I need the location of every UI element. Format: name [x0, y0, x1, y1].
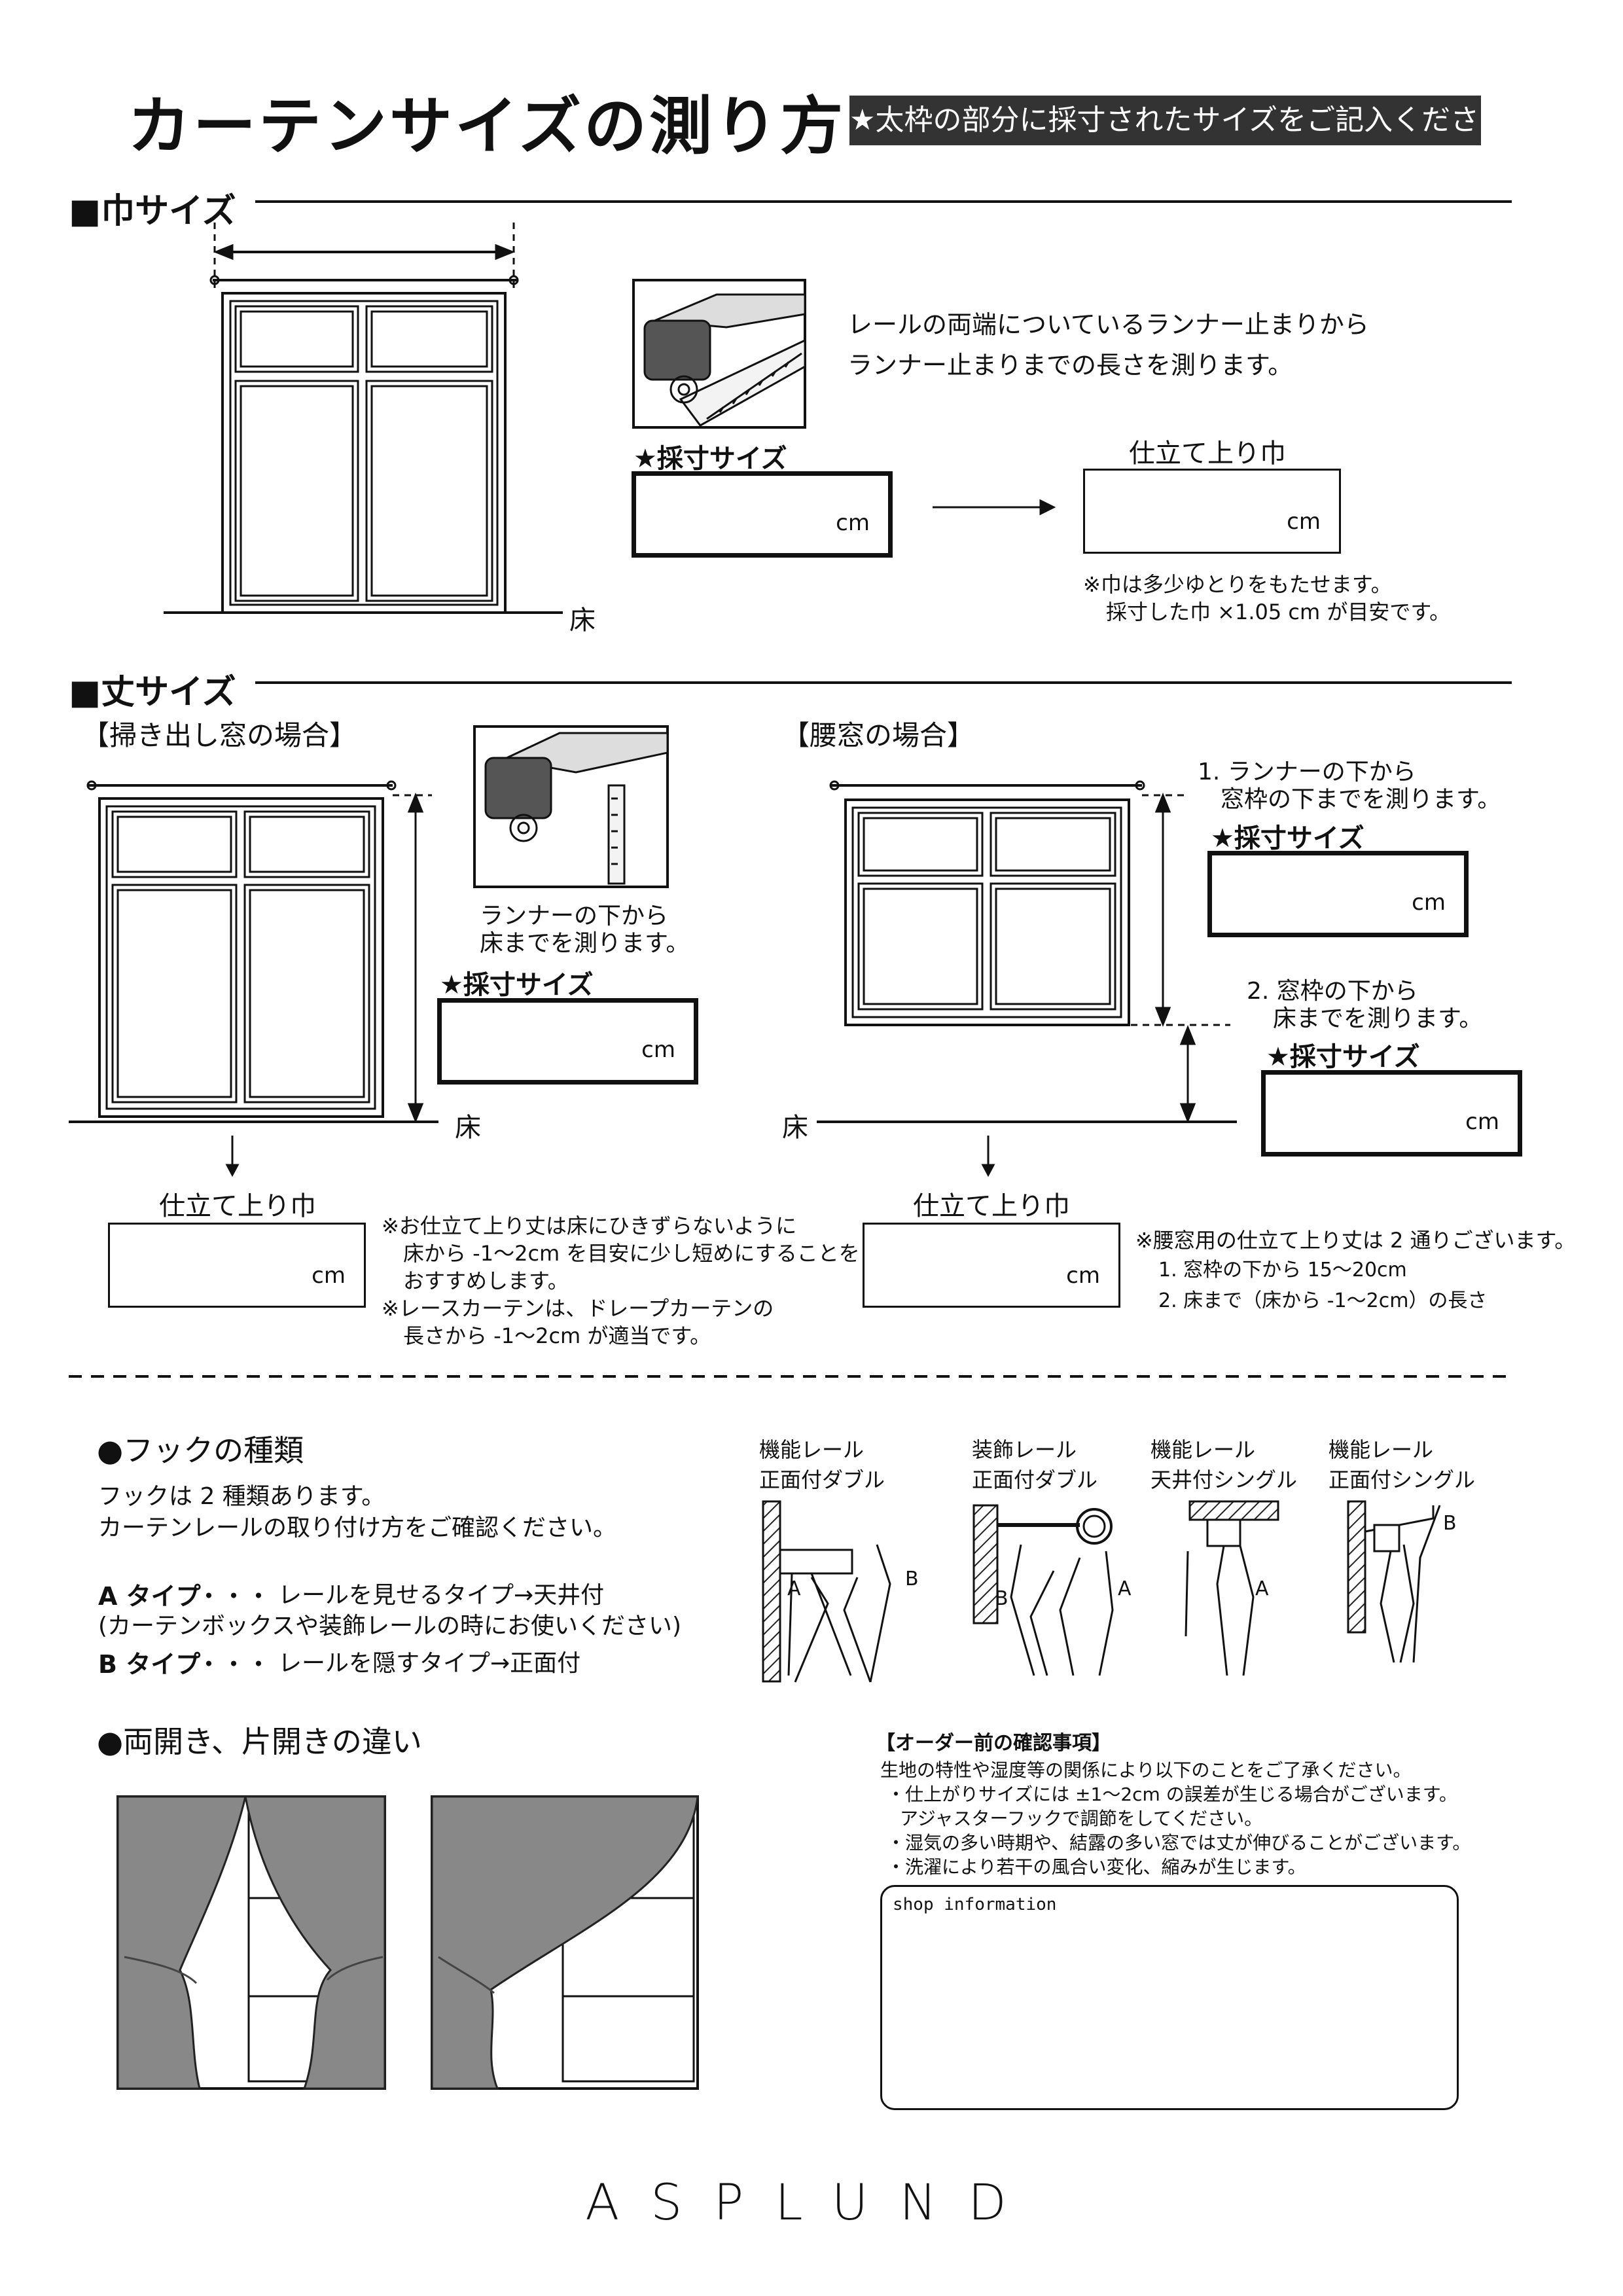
unit-label: cm	[1066, 1263, 1100, 1289]
hook-diagram-2	[972, 1504, 1114, 1676]
width-note-line1: ※巾は多少ゆとりをもたせます。	[1083, 572, 1392, 597]
waist-window-title: 【腰窓の場合】	[782, 719, 975, 751]
width-measure-label: ★採寸サイズ	[633, 444, 787, 474]
width-window-diagram	[164, 223, 563, 614]
unit-label: cm	[312, 1263, 346, 1289]
floor-window-measure-label: ★採寸サイズ	[440, 970, 594, 1000]
rail-3-mount: 天井付シングル	[1150, 1467, 1298, 1492]
b-type-dots: ・・・	[196, 1650, 272, 1679]
unit-label: cm	[641, 1037, 675, 1063]
rail-4-type: 機能レール	[1329, 1437, 1434, 1462]
waist-step1-line1: 1. ランナーの下から	[1198, 759, 1416, 785]
rail-4-mount: 正面付シングル	[1329, 1467, 1476, 1492]
hook-letter-a: A	[787, 1577, 801, 1600]
hooks-line2: カーテンレールの取り付け方をご確認ください。	[98, 1515, 617, 1541]
shop-information-label: shop information	[893, 1895, 1057, 1914]
a-type-label: A タイプ	[98, 1582, 201, 1611]
width-description-line1: レールの両端についているランナー止まりから	[847, 310, 1369, 339]
waist-window-diagram	[817, 780, 1237, 1177]
a-type-dots: ・・・	[196, 1582, 272, 1611]
floor-window-finish-label: 仕立て上り巾	[159, 1191, 316, 1221]
hook-diagram-1	[762, 1500, 891, 1683]
waist-step2-line2: 床までを測ります。	[1273, 1005, 1483, 1032]
rail-1-type: 機能レール	[759, 1437, 865, 1462]
confirm-heading: 【オーダー前の確認事項】	[876, 1732, 1111, 1755]
width-note-line2: 採寸した巾 ×1.05 cm が目安です。	[1106, 600, 1451, 624]
floor-window-desc-line1: ランナーの下から	[480, 903, 669, 929]
rail-3-type: 機能レール	[1150, 1437, 1256, 1462]
floor-window-finish-field[interactable]: cm	[108, 1223, 366, 1308]
width-finish-field[interactable]: cm	[1083, 469, 1341, 554]
shop-information-box[interactable]: shop information	[880, 1885, 1459, 2110]
width-floor-label: 床	[569, 605, 596, 636]
floor-window-diagram	[69, 780, 438, 1177]
waist-note-1: ※腰窓用の仕立て上り丈は 2 通りございます。	[1135, 1228, 1576, 1253]
waist-step1-line2: 窓枠の下までを測ります。	[1221, 786, 1501, 813]
hook-diagram-4	[1347, 1500, 1441, 1663]
width-measure-field[interactable]: cm	[632, 471, 893, 558]
instruction-banner: ★太枠の部分に採寸されたサイズをご記入ください。	[849, 96, 1537, 145]
rail-closeup-width	[632, 279, 806, 429]
width-section-heading: ■巾サイズ	[69, 192, 236, 231]
rail-closeup-length	[473, 725, 669, 888]
width-description-line2: ランナー止まりまでの長さを測ります。	[847, 351, 1293, 380]
hook-letter-b: B	[905, 1568, 919, 1590]
hook-letter-b: B	[1443, 1512, 1457, 1535]
hook-letter-b: B	[995, 1587, 1008, 1610]
waist-step2-line1: 2. 窓枠の下から	[1247, 978, 1418, 1005]
hook-diagram-3	[1185, 1500, 1279, 1676]
waist-measure2-field[interactable]: cm	[1261, 1070, 1522, 1157]
floor-window-measure-field[interactable]: cm	[437, 998, 698, 1085]
unit-label: cm	[1465, 1109, 1499, 1135]
waist-floor-label: 床	[782, 1113, 808, 1143]
confirm-line-4: ・湿気の多い時期や、結露の多い窓では丈が伸びることがございます。	[887, 1832, 1471, 1854]
rail-2-type: 装飾レール	[972, 1437, 1077, 1462]
hook-letter-a: A	[1118, 1577, 1132, 1600]
a-type-note: (カーテンボックスや装飾レールの時にお使いください)	[98, 1613, 682, 1640]
confirm-line-2: ・仕上がりサイズには ±1～2cm の誤差が生じる場合がございます。	[887, 1784, 1457, 1805]
waist-note-3: 2. 床まで（床から -1～2cm）の長さ	[1158, 1289, 1488, 1312]
floor-window-desc-line2: 床までを測ります。	[480, 930, 690, 957]
page-title: カーテンサイズの測り方	[128, 90, 846, 163]
waist-finish-label: 仕立て上り巾	[913, 1191, 1070, 1221]
confirm-line-3: アジャスターフックで調節をしてください。	[900, 1808, 1263, 1829]
unit-label: cm	[1412, 889, 1446, 916]
b-type-label: B タイプ	[98, 1650, 201, 1679]
a-type-description: レールを見せるタイプ→天井付	[278, 1582, 605, 1609]
hooks-heading: ●フックの種類	[97, 1433, 304, 1468]
opening-heading: ●両開き、片開きの違い	[97, 1724, 422, 1759]
waist-finish-field[interactable]: cm	[863, 1223, 1120, 1308]
confirm-line-1: 生地の特性や湿度等の関係により以下のことをご了承ください。	[880, 1759, 1412, 1781]
hook-letter-a: A	[1255, 1577, 1269, 1600]
brand-logo: ASPLUND	[585, 2173, 1038, 2231]
waist-measure1-label: ★採寸サイズ	[1211, 823, 1364, 853]
rail-1-mount: 正面付ダブル	[759, 1467, 885, 1492]
confirm-line-5: ・洗濯により若干の風合い変化、縮みが生じます。	[887, 1856, 1306, 1878]
floor-window-note-5: 長さから -1～2cm が適当です。	[403, 1323, 711, 1348]
width-finish-label: 仕立て上り巾	[1129, 439, 1286, 469]
waist-measure2-label: ★採寸サイズ	[1266, 1042, 1420, 1072]
waist-note-2: 1. 窓枠の下から 15～20cm	[1158, 1259, 1407, 1282]
floor-window-note-2: 床から -1～2cm を目安に少し短めにすることを	[403, 1241, 860, 1266]
rail-2-mount: 正面付ダブル	[972, 1467, 1098, 1492]
floor-window-note-3: おすすめします。	[403, 1268, 569, 1293]
b-type-description: レールを隠すタイプ→正面付	[278, 1650, 581, 1677]
floor-window-note-4: ※レースカーテンは、ドレープカーテンの	[382, 1296, 774, 1321]
hooks-line1: フックは 2 種類あります。	[98, 1483, 385, 1510]
unit-label: cm	[836, 510, 870, 536]
floor-window-note-1: ※お仕立て上り丈は床にひきずらないように	[382, 1213, 797, 1238]
single-open-illustration	[431, 1795, 699, 2090]
waist-measure1-field[interactable]: cm	[1207, 851, 1469, 937]
double-open-illustration	[116, 1795, 386, 2090]
length-section-heading: ■丈サイズ	[69, 673, 236, 712]
floor-window-floor-label: 床	[455, 1113, 481, 1143]
unit-label: cm	[1287, 509, 1321, 535]
floor-window-title: 【掃き出し窓の場合】	[82, 719, 357, 751]
